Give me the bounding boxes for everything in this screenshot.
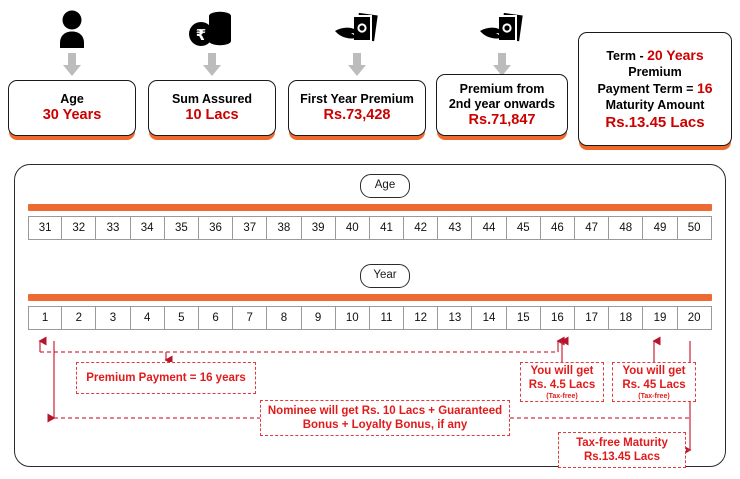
- callout-line: You will get: [622, 364, 686, 377]
- summary-card-sum-assured: ₹ Sum Assured 10 Lacs: [148, 6, 276, 136]
- timeline-cell[interactable]: 4: [130, 306, 165, 330]
- card-title-line1: Premium from: [459, 81, 545, 96]
- timeline-cell[interactable]: 43: [438, 216, 473, 240]
- summary-card-age: Age 30 Years: [8, 6, 136, 136]
- timeline-cell[interactable]: 8: [267, 306, 302, 330]
- timeline-cell[interactable]: 38: [267, 216, 302, 240]
- down-arrow-icon: [59, 52, 85, 78]
- timeline-cell[interactable]: 10: [335, 306, 370, 330]
- timeline-cell[interactable]: 11: [369, 306, 405, 330]
- person-icon: [8, 6, 136, 52]
- nominee-benefit-callout: Nominee will get Rs. 10 Lacs + Guarantee…: [260, 400, 510, 436]
- timeline-cell[interactable]: 14: [472, 306, 507, 330]
- down-arrow-icon: [344, 52, 370, 78]
- timeline-cell[interactable]: 36: [198, 216, 234, 240]
- age-row-label: Age: [360, 174, 410, 198]
- timeline-cell[interactable]: 20: [677, 306, 712, 330]
- callout-line: Tax-free Maturity: [576, 437, 668, 449]
- card-value: 10 Lacs: [185, 107, 239, 123]
- card-title: Age: [60, 92, 84, 106]
- down-arrow-icon: [489, 52, 515, 78]
- callout-line: Bonus + Loyalty Bonus, if any: [302, 419, 468, 431]
- callout-line: Premium Payment = 16 years: [86, 372, 246, 384]
- callout-note: (Tax-free): [546, 392, 578, 400]
- maturity-amount-value: Rs.13.45 Lacs: [605, 113, 705, 131]
- summary-card-renewal-premium: Premium from 2nd year onwards Rs.71,847: [436, 6, 568, 142]
- callout-line: Rs.13.45 Lacs: [583, 451, 661, 463]
- timeline-cell[interactable]: 33: [96, 216, 131, 240]
- timeline-cell[interactable]: 45: [506, 216, 541, 240]
- payout-18-callout: You will get Rs. 45 Lacs (Tax-free): [612, 362, 696, 402]
- card-title: Sum Assured: [171, 92, 253, 106]
- timeline-cell[interactable]: 32: [62, 216, 97, 240]
- timeline-cell[interactable]: 2: [62, 306, 97, 330]
- premium-payment-callout: Premium Payment = 16 years: [76, 362, 256, 394]
- term-label: Term -: [606, 48, 648, 63]
- age-timeline-bar: [28, 204, 712, 211]
- callout-line: Rs. 45 Lacs: [622, 378, 686, 391]
- callout-note: (Tax-free): [638, 392, 670, 400]
- summary-card-first-year-premium: First Year Premium Rs.73,428: [288, 6, 426, 136]
- timeline-cell[interactable]: 3: [96, 306, 131, 330]
- callout-line: Nominee will get Rs. 10 Lacs + Guarantee…: [267, 405, 503, 417]
- term-line: Term - 20 Years: [606, 47, 703, 64]
- timeline-cell[interactable]: 15: [506, 306, 541, 330]
- timeline-cell[interactable]: 50: [677, 216, 712, 240]
- year-row-label: Year: [360, 264, 410, 288]
- card-title: First Year Premium: [300, 92, 414, 106]
- svg-text:₹: ₹: [196, 26, 206, 44]
- payment-term-line: Payment Term = 16: [597, 80, 712, 97]
- timeline-cell[interactable]: 12: [404, 306, 439, 330]
- timeline-cell[interactable]: 34: [130, 216, 165, 240]
- timeline-cell[interactable]: 37: [233, 216, 268, 240]
- timeline-cell[interactable]: 16: [540, 306, 575, 330]
- timeline-cell[interactable]: 31: [28, 216, 63, 240]
- card-value: Rs.71,847: [468, 111, 536, 128]
- down-arrow-icon: [199, 52, 225, 78]
- timeline-cell[interactable]: 47: [575, 216, 610, 240]
- timeline-cell[interactable]: 46: [540, 216, 575, 240]
- timeline-cell[interactable]: 17: [575, 306, 610, 330]
- card-value: 30 Years: [42, 107, 102, 123]
- term-value: 20 Years: [647, 46, 704, 63]
- premium-label: Premium: [628, 64, 682, 79]
- timeline-cell[interactable]: 5: [164, 306, 199, 330]
- timeline-cell[interactable]: 1: [28, 306, 63, 330]
- timeline-cell[interactable]: 40: [335, 216, 370, 240]
- payout-16-callout: You will get Rs. 4.5 Lacs (Tax-free): [520, 362, 604, 402]
- maturity-callout: Tax-free Maturity Rs.13.45 Lacs: [558, 432, 686, 468]
- hand-cash-icon: [288, 6, 426, 52]
- timeline-cell[interactable]: 39: [301, 216, 336, 240]
- timeline-cell[interactable]: 9: [301, 306, 336, 330]
- payment-term-label: Payment Term =: [597, 81, 697, 96]
- year-timeline-bar: [28, 294, 712, 301]
- timeline-cell[interactable]: 48: [609, 216, 644, 240]
- callout-line: Rs. 4.5 Lacs: [528, 378, 596, 391]
- timeline-cell[interactable]: 35: [164, 216, 199, 240]
- callout-line: You will get: [530, 364, 594, 377]
- card-value: Rs.73,428: [323, 107, 391, 123]
- card-title-line2: 2nd year onwards: [448, 96, 556, 111]
- maturity-amount-label: Maturity Amount: [605, 97, 705, 112]
- timeline-cell[interactable]: 13: [438, 306, 473, 330]
- hand-cash-icon: [436, 6, 568, 52]
- timeline-cell[interactable]: 7: [233, 306, 268, 330]
- timeline-cell[interactable]: 6: [198, 306, 234, 330]
- timeline-cell[interactable]: 49: [643, 216, 678, 240]
- timeline-cell[interactable]: 42: [404, 216, 439, 240]
- timeline-cell[interactable]: 18: [609, 306, 644, 330]
- coin-stack-rupee-icon: ₹: [148, 6, 276, 52]
- timeline-cell[interactable]: 41: [369, 216, 405, 240]
- summary-card-term-maturity: Term - 20 Years Premium Payment Term = 1…: [578, 6, 732, 146]
- timeline-cell[interactable]: 44: [472, 216, 507, 240]
- timeline-cell[interactable]: 19: [643, 306, 678, 330]
- payment-term-value: 16: [696, 79, 713, 96]
